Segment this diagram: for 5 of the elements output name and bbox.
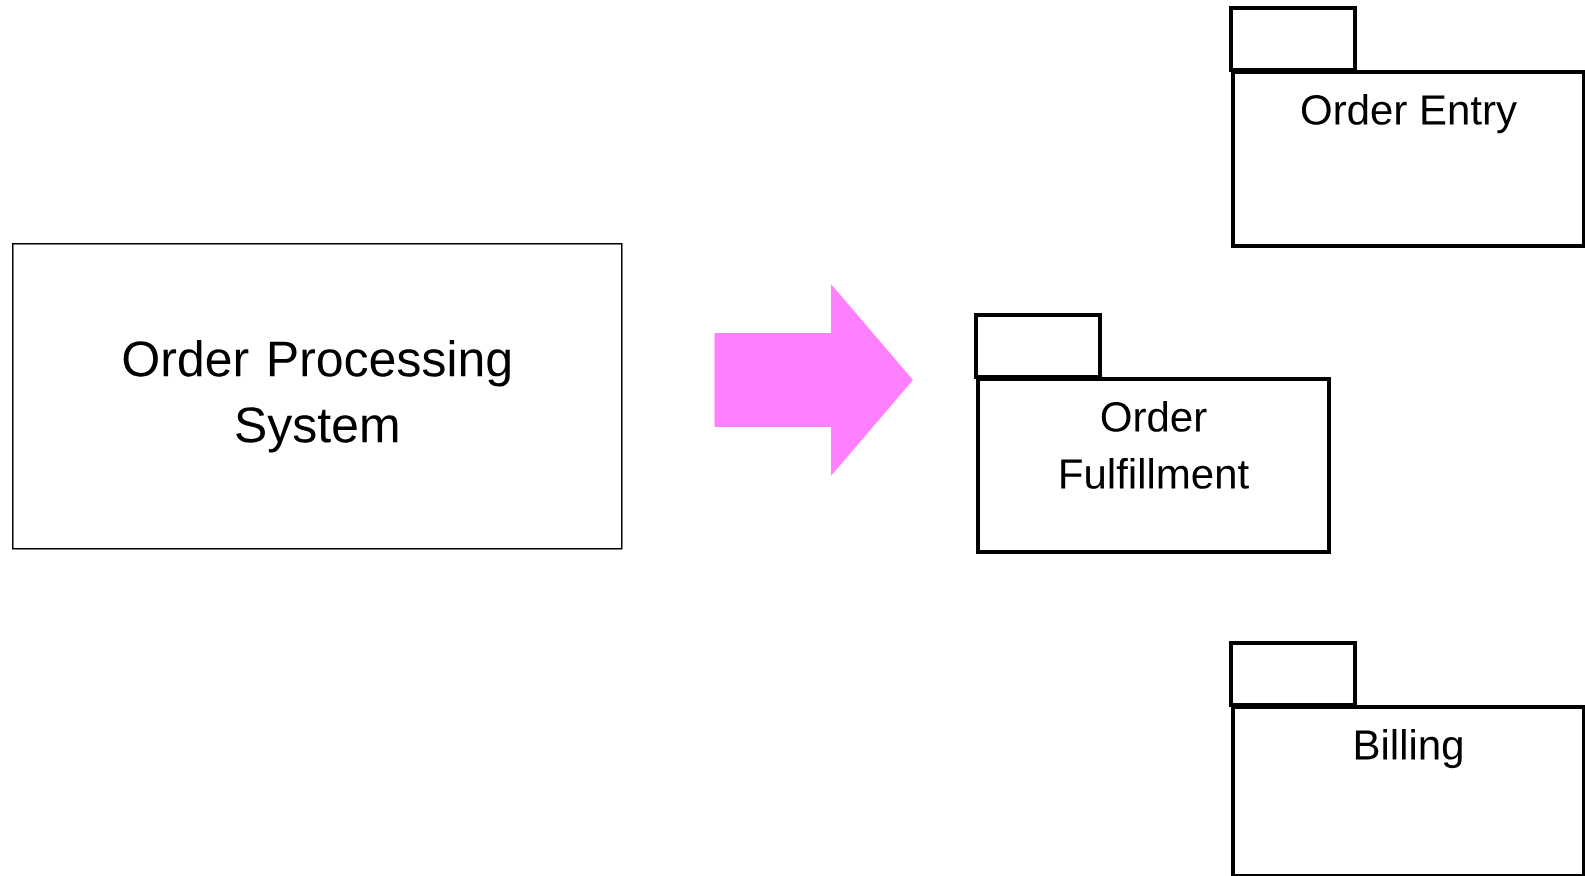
package-box: Billing — [1229, 641, 1585, 876]
package-box: Order Fulfillment — [974, 313, 1331, 554]
block-arrow — [714, 284, 913, 476]
package-box: Order Entry — [1229, 6, 1585, 248]
system-box: Order Processing System — [12, 243, 623, 550]
